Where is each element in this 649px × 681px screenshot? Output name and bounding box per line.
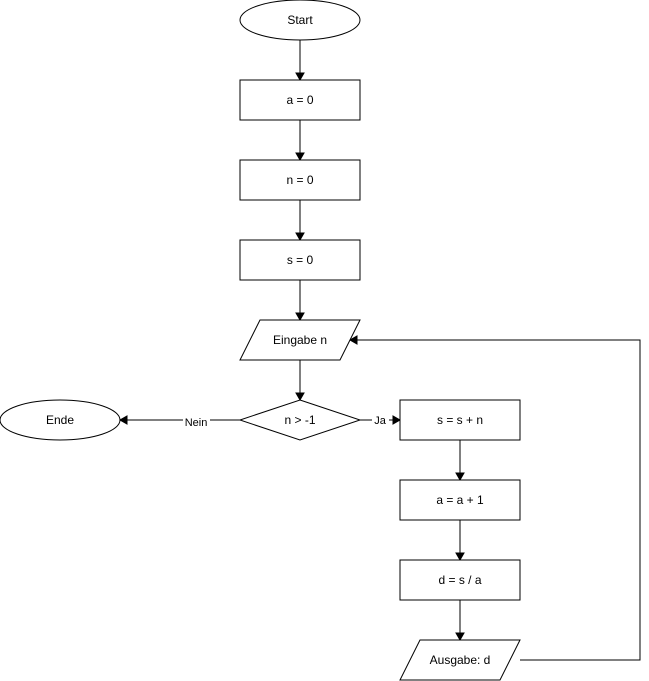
arrowhead-output (455, 632, 465, 642)
output-node: Ausgabe: d (399, 639, 521, 681)
process-node-compute-d-label: d = s / a (438, 573, 481, 587)
process-node-update-s-label: s = s + n (437, 413, 483, 427)
process-node-init-s-label: s = 0 (287, 253, 314, 267)
arrowhead-loop-back (348, 335, 358, 345)
start-node: Start (239, 0, 361, 41)
process-node-init-n-label: n = 0 (286, 173, 313, 187)
arrowhead-update-a (455, 472, 465, 482)
edge-label-no: Nein (183, 415, 210, 429)
process-node-init-a: a = 0 (239, 79, 361, 121)
input-node-label: Eingabe n (273, 333, 327, 347)
process-node-init-s: s = 0 (239, 239, 361, 281)
process-node-compute-d: d = s / a (399, 559, 521, 601)
end-node: Ende (0, 399, 121, 441)
arrowhead-update-s (392, 415, 402, 425)
edge-label-no-text: Nein (185, 417, 208, 429)
edges (118, 40, 641, 661)
arrowhead-init-n (295, 152, 305, 162)
end-node-label: Ende (46, 413, 74, 427)
decision-node-label: n > -1 (284, 413, 315, 427)
start-node-label: Start (287, 13, 313, 27)
process-node-update-a-label: a = a + 1 (436, 493, 484, 507)
input-node: Eingabe n (239, 319, 361, 361)
arrowhead-decision (295, 392, 305, 402)
process-node-init-n: n = 0 (239, 159, 361, 201)
process-node-update-a: a = a + 1 (399, 479, 521, 521)
arrowhead-end (118, 415, 128, 425)
arrowhead-init-s (295, 232, 305, 242)
output-node-label: Ausgabe: d (430, 653, 491, 667)
arrowhead-input (295, 312, 305, 322)
edge-label-yes: Ja (372, 415, 389, 428)
decision-node: n > -1 (238, 399, 362, 441)
edge-output-loop-back (357, 339, 641, 661)
arrowhead-init-a (295, 72, 305, 82)
edge-label-yes-text: Ja (374, 415, 387, 427)
process-node-update-s: s = s + n (399, 399, 521, 441)
process-node-init-a-label: a = 0 (286, 93, 313, 107)
arrowhead-compute-d (455, 552, 465, 562)
